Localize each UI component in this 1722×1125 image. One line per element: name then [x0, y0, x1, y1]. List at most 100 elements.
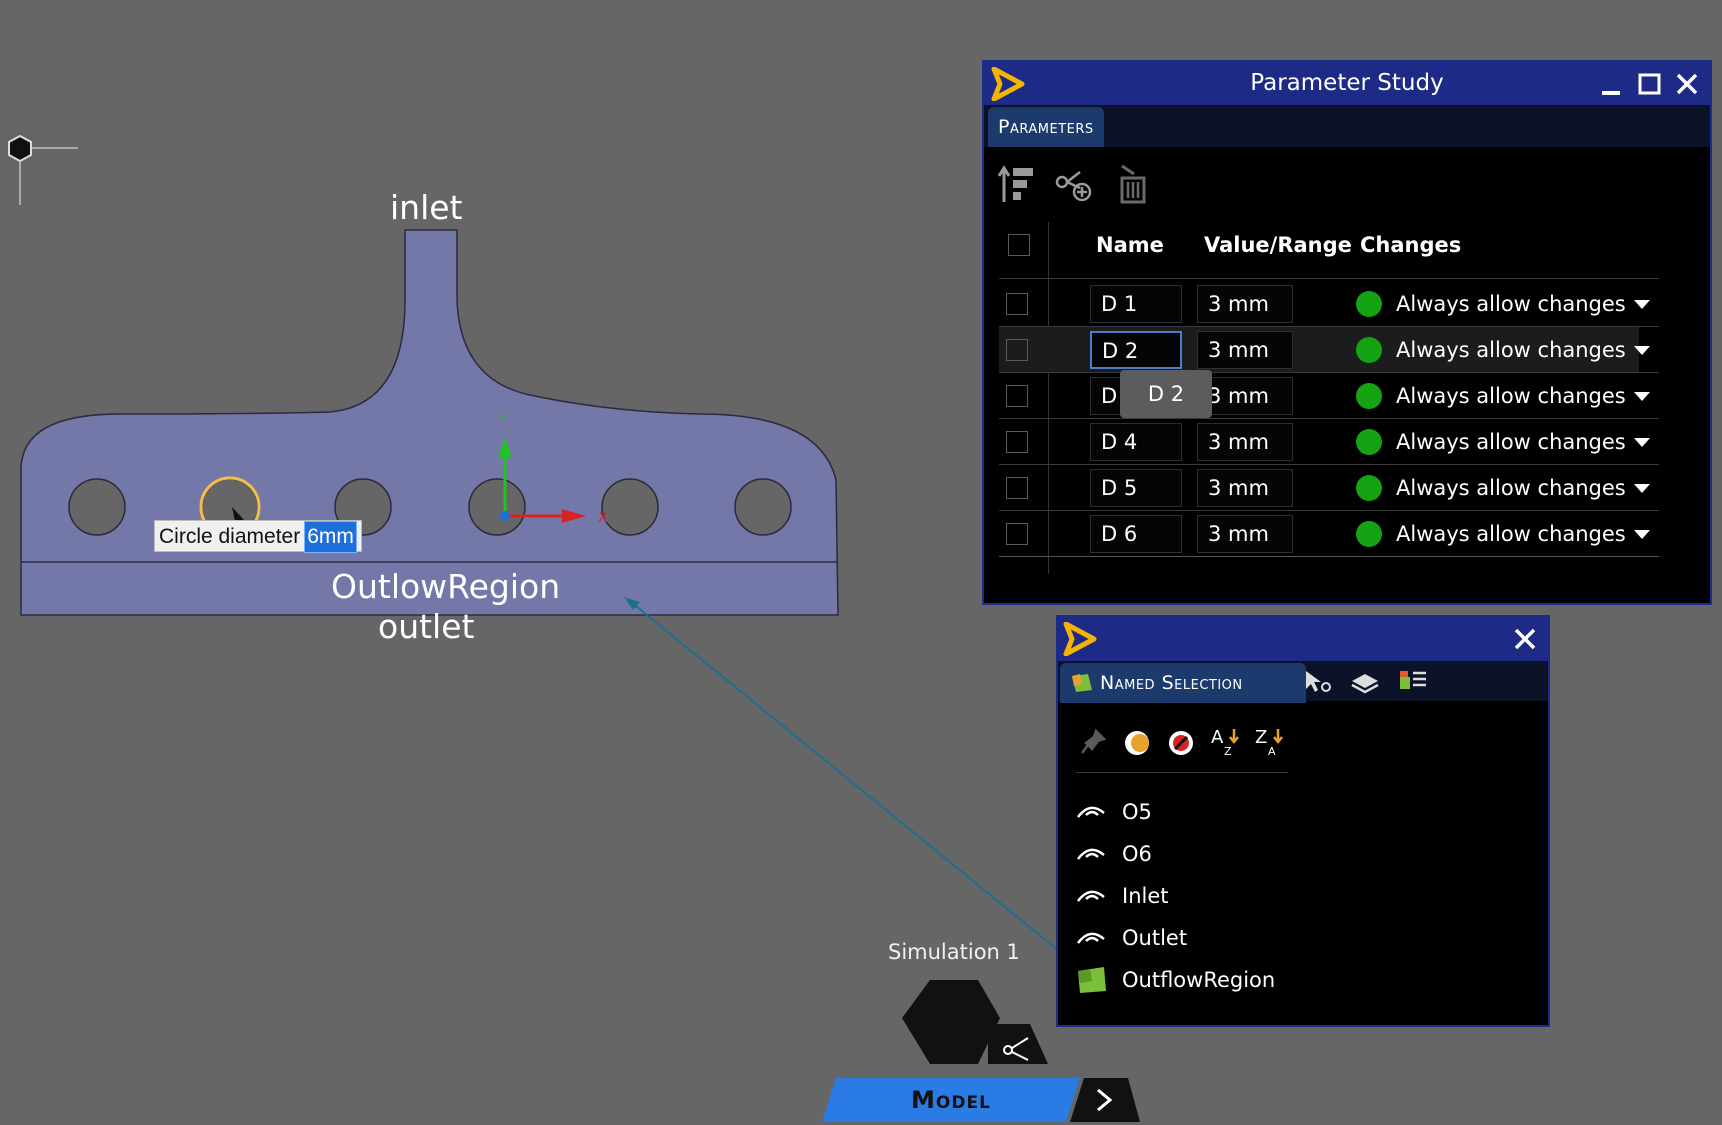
- changes-dropdown[interactable]: Always allow changes: [1396, 522, 1626, 546]
- named-selection-titlebar: [1058, 617, 1548, 661]
- tab-parameters[interactable]: Parameters: [988, 107, 1104, 147]
- parameter-study-title: Parameter Study: [1250, 70, 1444, 96]
- sort-parameters-icon[interactable]: [996, 162, 1038, 204]
- minimize-icon: [1602, 91, 1620, 95]
- parameter-value-cell[interactable]: 3 mm: [1197, 285, 1293, 323]
- column-divider: [1048, 222, 1049, 574]
- header-divider: [999, 278, 1659, 279]
- list-item[interactable]: Inlet: [1122, 884, 1169, 908]
- chevron-down-icon[interactable]: [1634, 530, 1650, 539]
- sort-ascending-icon[interactable]: A Z: [1210, 725, 1240, 757]
- parameter-value-cell[interactable]: 3 mm: [1197, 377, 1293, 415]
- chevron-down-icon[interactable]: [1634, 300, 1650, 309]
- status-dot: [1356, 475, 1382, 501]
- edge-selection-icon: [1077, 890, 1105, 902]
- status-dot: [1356, 429, 1382, 455]
- hole-5: [601, 478, 659, 536]
- named-selection-tabstrip: Named Selection: [1058, 661, 1548, 703]
- outflow-region-label: OutlowRegion: [331, 567, 561, 606]
- delete-parameter-icon[interactable]: [1112, 162, 1154, 204]
- parameter-name-cell[interactable]: D 4: [1090, 423, 1182, 461]
- pin-icon[interactable]: [1078, 727, 1108, 757]
- parameter-name-cell[interactable]: D 2: [1090, 331, 1182, 369]
- close-button[interactable]: [1672, 69, 1702, 99]
- chevron-down-icon[interactable]: [1634, 438, 1650, 447]
- row-divider: [999, 326, 1659, 327]
- parameter-name-cell[interactable]: D 1: [1090, 285, 1182, 323]
- face-selection-icon: [1078, 967, 1106, 993]
- list-item[interactable]: Outlet: [1122, 926, 1188, 950]
- svg-text:Z: Z: [1255, 727, 1267, 748]
- close-icon: [1676, 73, 1698, 95]
- status-dot: [1356, 521, 1382, 547]
- table-row[interactable]: D 4 3 mm Always allow changes: [984, 419, 1714, 465]
- dimension-input[interactable]: 6mm: [304, 521, 357, 553]
- row-checkbox[interactable]: [1006, 339, 1028, 361]
- row-divider: [999, 464, 1659, 465]
- changes-dropdown[interactable]: Always allow changes: [1396, 430, 1626, 454]
- simulation-icon[interactable]: [900, 978, 1050, 1066]
- row-checkbox[interactable]: [1006, 293, 1028, 315]
- row-checkbox[interactable]: [1006, 385, 1028, 407]
- list-item[interactable]: O6: [1122, 842, 1152, 866]
- table-row[interactable]: D 1 3 mm Always allow changes: [984, 281, 1714, 327]
- svg-text:A: A: [1211, 727, 1224, 748]
- add-parameter-icon[interactable]: [1054, 162, 1096, 204]
- parameter-value-cell[interactable]: 3 mm: [1197, 331, 1293, 369]
- chevron-right-icon: [1097, 1088, 1113, 1112]
- changes-dropdown[interactable]: Always allow changes: [1396, 338, 1626, 362]
- edge-selection-icon: [1077, 806, 1105, 818]
- axis-triad: Y X: [497, 411, 608, 526]
- parameter-value-cell[interactable]: 3 mm: [1197, 515, 1293, 553]
- outlet-label: outlet: [378, 607, 475, 646]
- list-item[interactable]: O5: [1122, 800, 1152, 824]
- table-row[interactable]: D 2 3 mm Always allow changes: [984, 327, 1714, 373]
- hole-4: [468, 478, 526, 536]
- orientation-marker: [8, 134, 78, 205]
- list-item[interactable]: OutflowRegion: [1122, 968, 1276, 992]
- tab-named-selection[interactable]: Named Selection: [1060, 663, 1306, 703]
- column-header-value[interactable]: Value/Range: [1204, 233, 1352, 257]
- row-divider: [999, 556, 1659, 557]
- parameter-value-cell[interactable]: 3 mm: [1197, 469, 1293, 507]
- status-dot: [1356, 383, 1382, 409]
- changes-dropdown[interactable]: Always allow changes: [1396, 292, 1626, 316]
- column-header-name[interactable]: Name: [1096, 233, 1164, 257]
- row-checkbox[interactable]: [1006, 431, 1028, 453]
- layers-icon[interactable]: [1350, 669, 1380, 695]
- toolbar-divider: [1076, 772, 1288, 773]
- row-checkbox[interactable]: [1006, 477, 1028, 499]
- dimension-label: Circle diameter: [159, 525, 301, 548]
- parameter-name-cell[interactable]: D 6: [1090, 515, 1182, 553]
- row-checkbox[interactable]: [1006, 523, 1028, 545]
- minimize-button[interactable]: [1596, 69, 1626, 99]
- table-row[interactable]: D 5 3 mm Always allow changes: [984, 465, 1714, 511]
- chevron-down-icon[interactable]: [1634, 346, 1650, 355]
- geometry-body: [20, 229, 839, 616]
- status-dot: [1356, 337, 1382, 363]
- changes-dropdown[interactable]: Always allow changes: [1396, 476, 1626, 500]
- parameter-value-cell[interactable]: 3 mm: [1197, 423, 1293, 461]
- structure-list-icon[interactable]: [1398, 667, 1428, 695]
- svg-text:Z: Z: [1224, 745, 1232, 757]
- chevron-down-icon[interactable]: [1634, 392, 1650, 401]
- select-all-checkbox[interactable]: [1008, 234, 1030, 256]
- table-row[interactable]: D 6 3 mm Always allow changes: [984, 511, 1714, 557]
- sort-descending-icon[interactable]: Z A: [1254, 725, 1284, 757]
- svg-text:X: X: [598, 510, 608, 526]
- row-divider: [999, 372, 1659, 373]
- inlet-label: inlet: [390, 188, 463, 227]
- maximize-button[interactable]: [1634, 69, 1664, 99]
- remove-selection-icon[interactable]: [1166, 727, 1196, 757]
- changes-dropdown[interactable]: Always allow changes: [1396, 384, 1626, 408]
- table-row[interactable]: D 3 mm Always allow changes: [984, 373, 1714, 419]
- column-header-changes[interactable]: Changes: [1360, 233, 1462, 257]
- create-selection-icon[interactable]: [1122, 727, 1152, 757]
- selection-filter-icon[interactable]: [1302, 669, 1332, 695]
- tab-model[interactable]: Model: [822, 1078, 1080, 1122]
- close-button[interactable]: [1510, 624, 1540, 654]
- parameter-name-cell[interactable]: D 5: [1090, 469, 1182, 507]
- chevron-down-icon[interactable]: [1634, 484, 1650, 493]
